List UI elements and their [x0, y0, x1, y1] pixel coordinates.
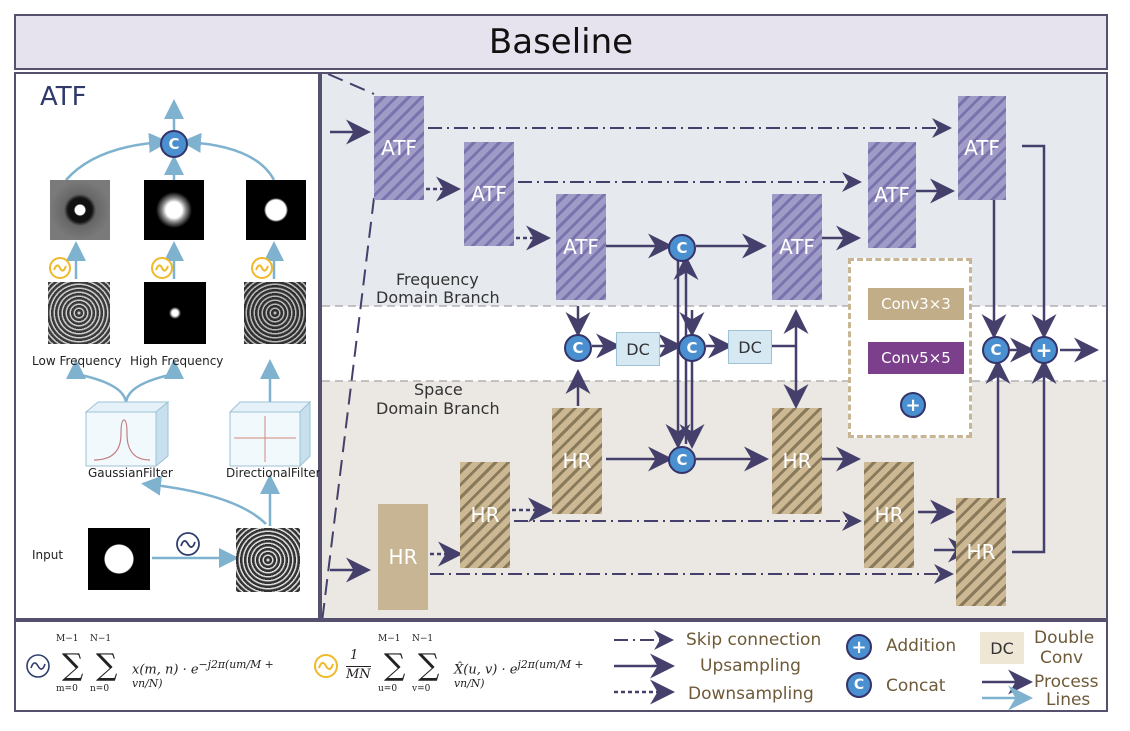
combined-output-image — [246, 180, 306, 240]
legend-process-label: Process — [1034, 672, 1099, 692]
title-bar: Baseline — [14, 14, 1108, 70]
hr-block-5: HR — [864, 462, 914, 568]
legend-lines-label: Lines — [1046, 690, 1091, 710]
legend-concat-glyph: C — [853, 677, 865, 693]
atf-block-5: ATF — [868, 142, 916, 248]
low-frequency-output-image — [50, 180, 110, 240]
network-panel: Frequency Domain Branch Space Domain Bra… — [320, 72, 1108, 620]
atf-block-3: ATF — [556, 194, 606, 300]
low-frequency-label: Low Frequency — [32, 354, 122, 368]
inset-addition-node: + — [900, 392, 926, 418]
legend-double-label: Double — [1034, 628, 1095, 648]
atf-block-2: ATF — [464, 142, 514, 246]
legend-skip-label: Skip connection — [686, 630, 822, 650]
atf-block-1: ATF — [374, 96, 424, 200]
legend-graphics — [26, 630, 1033, 711]
low-frequency-spectrum-image — [48, 282, 110, 344]
directional-spectrum-image — [244, 282, 306, 344]
double-conv-block-2: DC — [728, 330, 772, 364]
legend-concat-icon: Concat — [846, 672, 872, 698]
input-label: Input — [32, 548, 64, 562]
high-frequency-spectrum-image — [144, 282, 206, 344]
legend-downsampling-label: Downsampling — [688, 684, 814, 704]
directional-filter-label: DirectionalFilter — [226, 466, 321, 480]
input-image — [88, 528, 150, 590]
space-branch-label-1: Space — [414, 380, 463, 399]
concat-node: C — [160, 130, 188, 158]
concat-node-1: C — [668, 234, 696, 262]
atf-block-6: ATF — [958, 96, 1006, 200]
legend-bar: ∑ M−1 m=0 ∑ N−1 n=0 x(m, n) · e−j2π(um/M… — [14, 620, 1108, 712]
legend-conv-label: Conv — [1040, 648, 1084, 668]
conv3x3-block: Conv3×3 — [868, 288, 964, 320]
hr-block-1: HR — [378, 504, 428, 610]
concat-node-2: C — [564, 334, 592, 362]
page-title: Baseline — [488, 22, 634, 62]
fourier-transform-icon — [26, 654, 50, 678]
gaussian-filter-icon — [84, 400, 170, 468]
fourier-transform-formula: ∑ M−1 m=0 ∑ N−1 n=0 x(m, n) · e−j2π(um/M… — [56, 634, 274, 694]
conv5x5-block: Conv5×5 — [868, 342, 964, 374]
atf-block-4: ATF — [772, 194, 822, 300]
legend-concat-label: Concat — [886, 676, 946, 696]
input-spectrum-image — [236, 528, 300, 592]
high-frequency-output-image — [144, 180, 204, 240]
hr-block-6: HR — [956, 498, 1006, 606]
frequency-branch-label-1: Frequency — [396, 270, 479, 289]
inverse-fourier-icon — [49, 257, 273, 279]
hr-block-4: HR — [772, 408, 822, 514]
directional-filter-icon — [228, 400, 312, 468]
inverse-fourier-formula: 1 MN ∑ M−1 u=0 ∑ N−1 v=0 X̂(u, v) · ej2π… — [346, 634, 584, 694]
hr-block-3: HR — [552, 408, 602, 514]
legend-addition-icon: + — [846, 634, 872, 660]
legend-dc-box: DC — [980, 632, 1024, 664]
gaussian-filter-label: GaussianFilter — [88, 466, 173, 480]
concat-node-3: C — [678, 334, 706, 362]
atf-panel-heading: ATF — [40, 82, 87, 112]
legend-upsampling-label: Upsampling — [700, 656, 801, 676]
frequency-branch-label-2: Domain Branch — [376, 288, 500, 307]
addition-node-output: + — [1030, 336, 1058, 364]
double-conv-block-1: DC — [616, 332, 660, 366]
atf-process-lines — [49, 99, 312, 568]
atf-detail-panel: ATF — [14, 72, 321, 620]
space-branch-label-2: Domain Branch — [376, 399, 500, 418]
concat-node-4: C — [668, 446, 696, 474]
legend-addition-label: Addition — [886, 636, 957, 656]
inverse-fourier-icon — [314, 654, 338, 678]
hr-block-2: HR — [460, 462, 510, 568]
network-connections — [322, 74, 1106, 618]
concat-node-5: C — [982, 336, 1010, 364]
high-frequency-label: High Frequency — [130, 354, 224, 368]
fourier-transform-icon — [176, 532, 200, 556]
